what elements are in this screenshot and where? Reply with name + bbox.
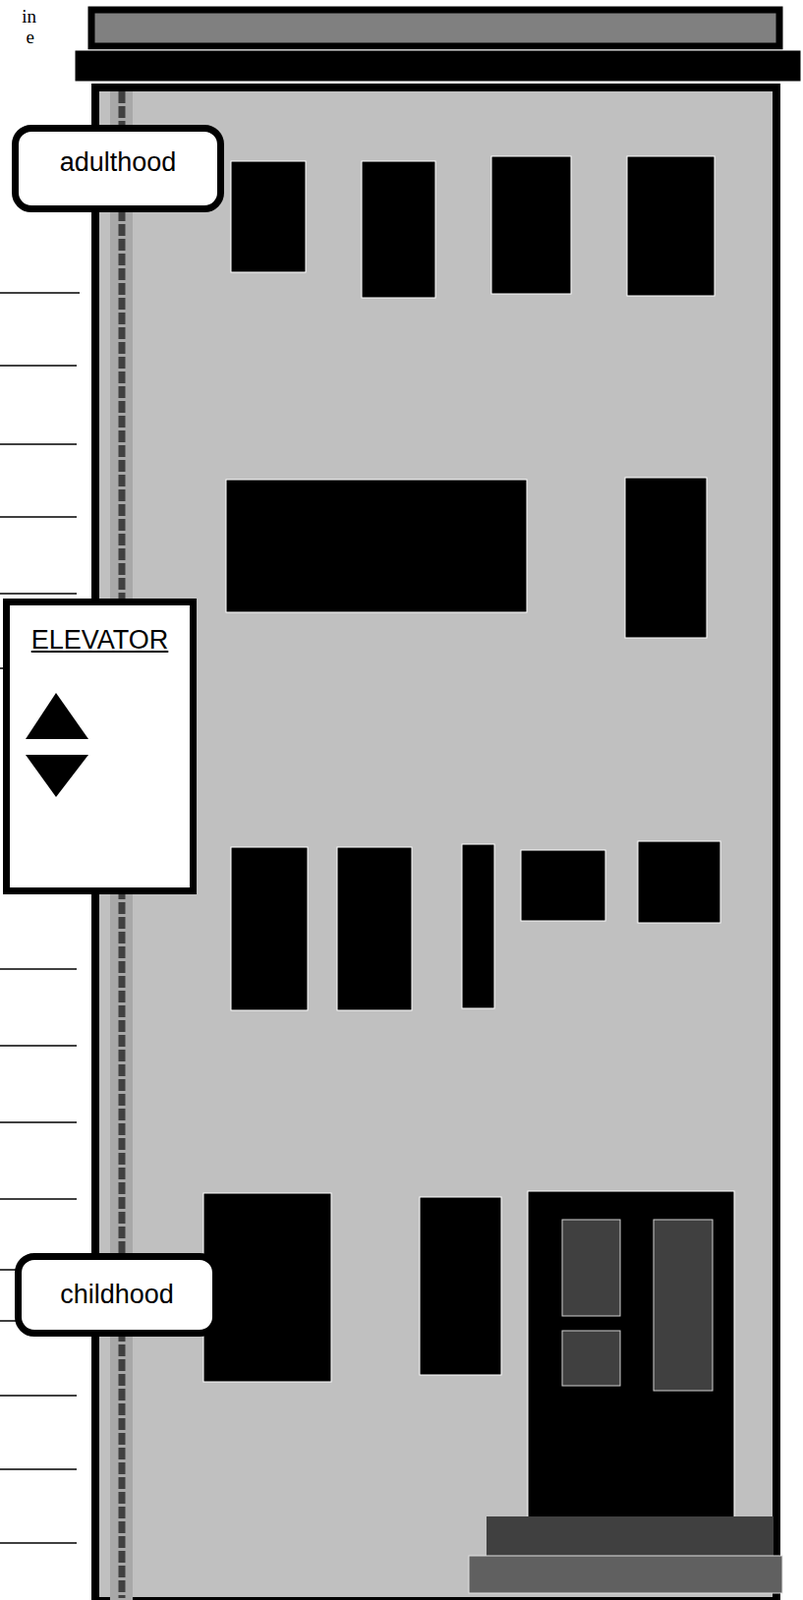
roof-top — [91, 9, 780, 47]
writing-line — [0, 968, 77, 971]
window — [627, 156, 715, 296]
stage-box: childhood — [14, 1253, 220, 1337]
window — [361, 161, 436, 298]
windows — [203, 156, 735, 1518]
elevator-buttons — [17, 684, 97, 803]
window — [637, 841, 721, 923]
writing-line — [0, 364, 77, 367]
window — [337, 847, 412, 1011]
window — [203, 1193, 332, 1382]
elevator-panel: ELEVATOR — [2, 598, 197, 895]
writing-line — [0, 443, 77, 446]
door-pane — [562, 1219, 621, 1317]
step — [486, 1516, 774, 1556]
writing-line — [0, 1044, 77, 1047]
window — [226, 479, 527, 613]
up-arrow — [25, 692, 89, 740]
cut-off-text: in — [21, 5, 37, 27]
window — [419, 1197, 502, 1376]
writing-line — [0, 291, 80, 294]
writing-line — [0, 1268, 16, 1271]
writing-line — [0, 1394, 77, 1397]
writing-line — [0, 1198, 77, 1201]
door — [527, 1191, 735, 1518]
window — [230, 847, 308, 1011]
cut-off-text: e — [26, 26, 35, 48]
writing-lines — [0, 292, 80, 1544]
panel-heading: ELEVATOR — [31, 625, 170, 656]
door-pane — [562, 1330, 621, 1386]
writing-line — [0, 1121, 77, 1124]
stage-box: adulthood — [11, 124, 225, 213]
stage-label: adulthood — [59, 147, 177, 178]
writing-line — [0, 1542, 77, 1545]
window — [491, 156, 572, 294]
writing-line — [0, 516, 77, 518]
writing-line — [0, 592, 77, 595]
stage-label: childhood — [59, 1279, 174, 1311]
roof-ledge — [74, 50, 802, 82]
window — [625, 477, 707, 638]
door-panes — [562, 1219, 713, 1391]
window — [461, 844, 495, 1009]
step — [468, 1555, 783, 1594]
window — [230, 161, 306, 273]
down-arrow — [25, 754, 89, 798]
window — [520, 850, 606, 921]
building-wall — [95, 87, 777, 1600]
writing-line — [0, 1468, 77, 1471]
door-pane — [653, 1219, 713, 1391]
